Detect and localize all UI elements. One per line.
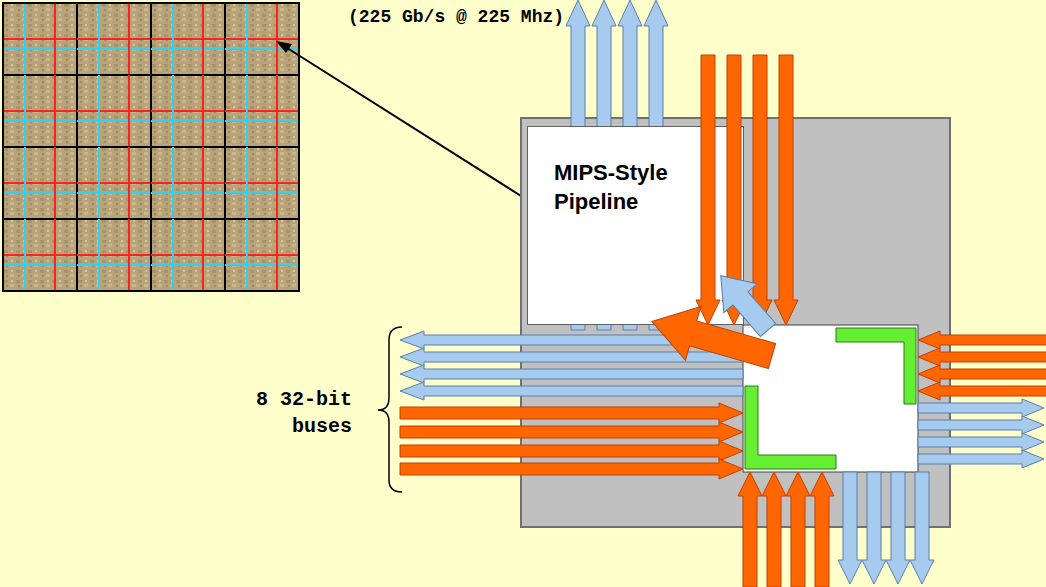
box-title: MIPS-Style Pipeline xyxy=(554,159,694,216)
bus-arrows-south xyxy=(738,472,934,587)
bracket xyxy=(378,327,402,492)
pipeline-box: MIPS-Style Pipeline xyxy=(527,126,744,325)
bus-count-label: 8 32-bit buses xyxy=(226,386,352,440)
switch-box xyxy=(743,325,918,472)
bandwidth-note: (225 Gb/s @ 225 Mhz) xyxy=(348,5,564,29)
leader-arrow xyxy=(276,41,521,196)
bus-arrows-west xyxy=(400,331,743,479)
switch-corners xyxy=(745,328,916,469)
chip-grid xyxy=(3,3,299,291)
bus-arrows-east xyxy=(918,331,1046,468)
